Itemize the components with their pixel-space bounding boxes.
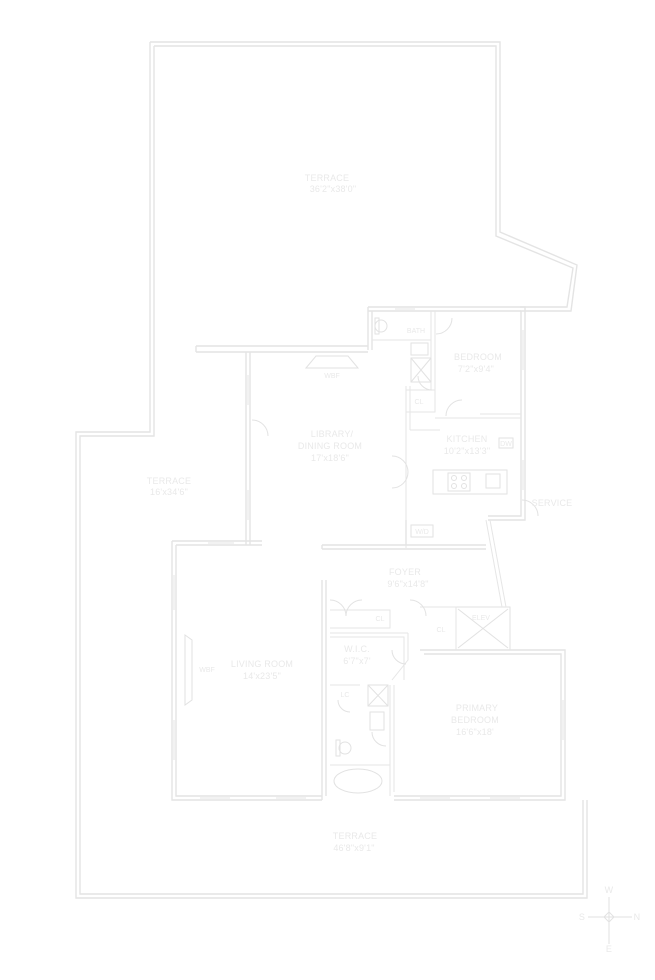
- primary-dims: 16'6"x18': [456, 727, 494, 737]
- living-room-label: LIVING ROOM: [231, 659, 293, 669]
- library-label-line2: DINING ROOM: [298, 441, 362, 451]
- upper-wing-walls: [367, 306, 526, 548]
- service-label: SERVICE: [532, 498, 573, 508]
- library-label-line1: LIBRARY/: [311, 429, 354, 439]
- foyer-label: FOYER: [389, 567, 421, 577]
- primary-label-line1: PRIMARY: [456, 703, 498, 713]
- compass-south: S: [579, 912, 585, 922]
- bedroom-dims: 7'2"x9'4": [458, 364, 494, 374]
- terrace-left-label: TERRACE: [147, 476, 191, 486]
- bath-fixtures: [333, 317, 432, 794]
- foyer-primary-walls: [330, 519, 566, 801]
- bedroom-label: BEDROOM: [454, 352, 502, 362]
- living-room-walls: [171, 540, 327, 801]
- library-walls: [195, 345, 486, 550]
- foyer-dims: 9'6"x14'8": [387, 579, 428, 589]
- wic-dims: 6'7"x7': [343, 656, 371, 666]
- bath-top-label: BATH: [407, 328, 425, 335]
- compass-west: W: [605, 885, 614, 895]
- closet-bedroom-label: CL: [415, 399, 424, 406]
- wic-label: W.I.C.: [344, 644, 370, 654]
- compass-labels: W N S E: [579, 885, 640, 954]
- washer-dryer-label: W/D: [415, 529, 429, 536]
- compass-rose: [588, 897, 632, 944]
- terrace-bottom-dims: 46'8"x9'1": [333, 843, 374, 853]
- terrace-top-dims: 36'2"x38'0": [310, 184, 357, 194]
- kitchen-dims: 10'2"x13'3": [444, 446, 491, 456]
- living-room-dims: 14'x23'5": [243, 671, 281, 681]
- linen-closet-label: LC: [341, 692, 350, 699]
- room-labels: TERRACE 36'2"x38'0" BATH BEDROOM 7'2"x9'…: [147, 173, 573, 853]
- kitchen-label: KITCHEN: [447, 434, 488, 444]
- dishwasher-label: DW: [500, 441, 512, 448]
- primary-label-line2: BEDROOM: [451, 715, 499, 725]
- terrace-left-dims: 16'x34'6": [150, 487, 188, 497]
- wbf-living-label: WBF: [199, 667, 215, 674]
- windows: [173, 308, 564, 799]
- library-dims: 17'x18'6": [311, 453, 349, 463]
- terrace-outline: [75, 41, 588, 899]
- compass-north: N: [634, 912, 641, 922]
- fixture-labels: WBF WBF CL CL CL LC ELEV DW W/D: [199, 373, 512, 699]
- door-swings: [251, 317, 539, 747]
- compass-east: E: [606, 944, 612, 954]
- terrace-bottom-label: TERRACE: [333, 831, 377, 841]
- wbf-top-label: WBF: [324, 373, 340, 380]
- kitchen-fixtures: [410, 437, 514, 538]
- closet-foyer2-label: CL: [437, 627, 446, 634]
- terrace-top-label: TERRACE: [305, 173, 349, 183]
- elevator-label: ELEV: [472, 615, 490, 622]
- closet-foyer-label: CL: [376, 616, 385, 623]
